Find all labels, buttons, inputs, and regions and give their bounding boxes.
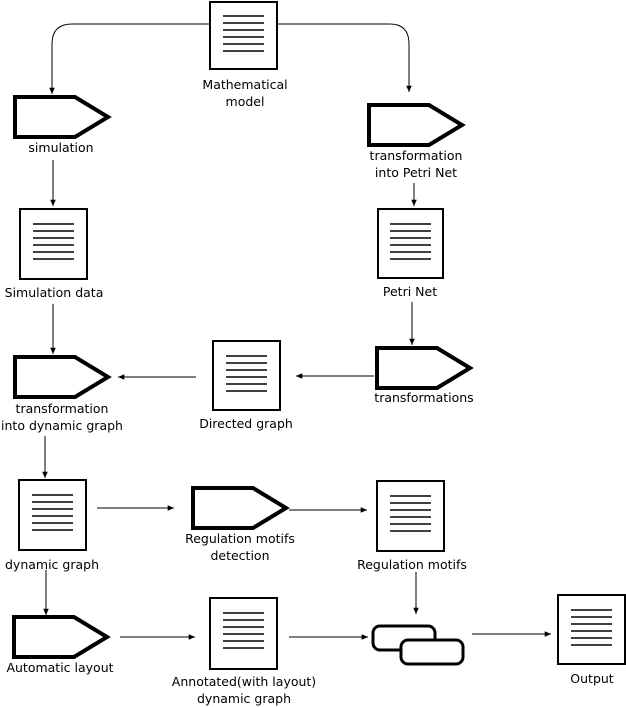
edges (42, 23, 551, 640)
edge-model-to-petri-transform (278, 23, 412, 92)
label-transformations: transformations (374, 390, 474, 405)
mathematical-model-document-icon (209, 1, 278, 70)
label-regulation-motifs: Regulation motifs (357, 557, 467, 572)
output-document-icon (557, 594, 626, 665)
petri-transform-process-icon (367, 103, 466, 147)
automatic-layout-process-icon (12, 615, 111, 659)
label-automatic-layout: Automatic layout (6, 660, 114, 675)
label-simulation: simulation (28, 140, 94, 155)
annotated-dynamic-graph-document-icon (209, 597, 278, 670)
label-simulation-data: Simulation data (4, 285, 104, 300)
simulation-process-icon (13, 95, 112, 139)
simulation-data-document-icon (19, 208, 88, 280)
transformations-process-icon (375, 346, 474, 390)
dyn-transform-process-icon (13, 355, 112, 399)
directed-graph-document-icon (212, 340, 281, 411)
edge-model-to-simulation (49, 23, 210, 94)
dynamic-graph-document-icon (18, 479, 87, 551)
label-petri-net: Petri Net (382, 284, 438, 299)
label-output: Output (570, 671, 614, 686)
label-dynamic-graph: dynamic graph (4, 557, 100, 572)
motif-detection-process-icon (191, 486, 290, 530)
regulation-motifs-document-icon (376, 480, 445, 552)
petri-net-document-icon (377, 208, 444, 279)
chain-link-icon (371, 624, 465, 666)
label-annotated-dynamic-graph: Annotated(with layout)dynamic graph (171, 674, 317, 706)
label-directed-graph: Directed graph (199, 416, 293, 431)
